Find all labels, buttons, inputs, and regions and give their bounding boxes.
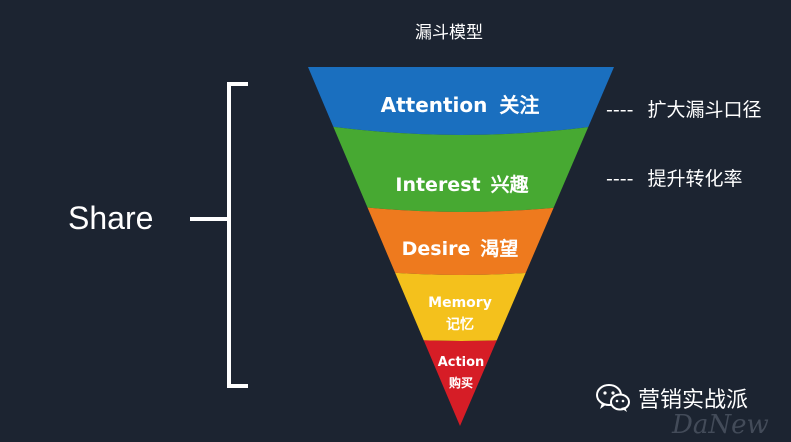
wechat-icon xyxy=(596,384,630,412)
stage-memory-en: Memory xyxy=(428,295,492,311)
stage-memory-zh: 记忆 xyxy=(446,316,474,333)
share-bracket xyxy=(227,82,248,388)
diagram-title: 漏斗模型 xyxy=(415,23,483,43)
stage-interest-en: Interest xyxy=(395,174,480,196)
watermark: DaNew xyxy=(672,410,769,440)
funnel-stage-interest xyxy=(308,122,614,212)
stage-action-zh: 购买 xyxy=(449,375,473,390)
wechat-account-name: 营销实战派 xyxy=(638,388,749,413)
stage-action-en: Action xyxy=(438,355,485,370)
funnel-stage-attention xyxy=(308,67,614,135)
stage-desire-zh: 渴望 xyxy=(480,237,518,260)
stage-attention-en: Attention xyxy=(381,93,488,117)
annotation-conversion-dash: ---- xyxy=(606,168,634,190)
stage-attention-zh: 关注 xyxy=(499,93,539,117)
wechat-account: 营销实战派 xyxy=(596,382,748,414)
annotation-widen-text: 扩大漏斗口径 xyxy=(647,99,762,121)
annotation-widen: ---- 扩大漏斗口径 xyxy=(606,95,762,122)
stage-desire-en: Desire xyxy=(402,238,471,260)
stage-interest-zh: 兴趣 xyxy=(491,173,530,196)
annotation-widen-dash: ---- xyxy=(606,99,634,121)
annotation-conversion-text: 提升转化率 xyxy=(647,168,743,190)
annotation-conversion: ---- 提升转化率 xyxy=(606,164,743,191)
share-label: Share xyxy=(68,200,154,236)
